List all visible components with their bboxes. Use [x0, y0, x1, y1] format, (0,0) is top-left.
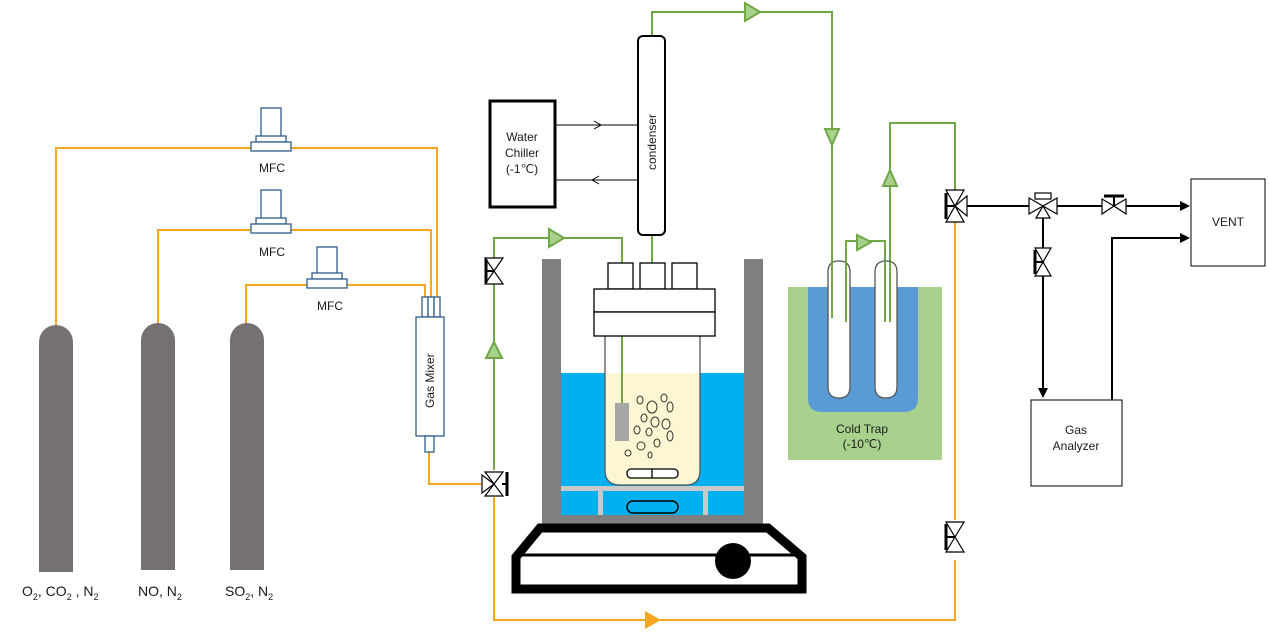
bubbles	[624, 393, 674, 459]
mfc-1	[250, 107, 292, 152]
cylinder-label-2: NO, N2	[138, 583, 182, 602]
gas-lines	[55, 147, 956, 621]
vent-box	[1190, 178, 1266, 267]
condenser	[637, 35, 666, 236]
cold-trap-tube-1	[827, 260, 851, 399]
water-chiller	[488, 99, 557, 209]
valve-bypass[interactable]	[944, 521, 966, 553]
gas-line-cylinder-1	[55, 147, 438, 325]
mfc-3	[306, 246, 348, 289]
valve-analyzer[interactable]	[1033, 247, 1053, 277]
cold-trap-tubes	[827, 260, 898, 399]
vent-label: VENT	[1212, 215, 1245, 229]
gas-analyzer-line2: Analyzer	[1053, 439, 1100, 453]
stirrer-plate	[511, 523, 807, 594]
arrow-analyzer	[1038, 388, 1048, 398]
reactor-lid	[593, 262, 716, 337]
valve-vent[interactable]	[1101, 194, 1127, 216]
three-way-valve-outlet[interactable]	[944, 189, 968, 223]
stirrer-knob	[715, 543, 751, 579]
arrow-up-inlet	[484, 339, 504, 359]
cold-trap-tube-2	[874, 260, 898, 399]
stir-bar-flask	[626, 468, 679, 479]
valve-inlet-line[interactable]	[483, 257, 505, 285]
arrow-trap-bridge	[856, 233, 874, 252]
cylinder-label-3: SO2, N2	[225, 583, 273, 602]
line-trap-outlet	[889, 122, 956, 322]
gas-cylinder-2	[141, 323, 175, 570]
arrow-vent-1	[1180, 201, 1190, 211]
mfc-body-1	[250, 141, 292, 152]
gas-cylinder-3	[230, 323, 264, 570]
condenser-label: condenser	[645, 114, 659, 170]
mfc-label-3: MFC	[317, 299, 343, 313]
chiller-lines	[556, 120, 637, 185]
arrow-vent-2	[1180, 233, 1190, 243]
water-chiller-line1: Water	[506, 130, 538, 144]
arrow-down-trap	[823, 128, 841, 148]
sparger	[615, 403, 629, 441]
three-way-valve-split[interactable]	[1028, 192, 1058, 219]
gas-line-cylinder-2	[157, 229, 432, 325]
bypass-arrow	[645, 611, 661, 629]
line-condenser-to-trap	[651, 11, 833, 318]
mfc-2	[250, 189, 292, 234]
cold-trap-liquid	[808, 287, 918, 412]
arrow-top	[744, 1, 762, 23]
gas-analyzer	[1030, 399, 1123, 487]
magnetic-stir-bar	[626, 500, 679, 514]
bath-rack	[561, 486, 744, 515]
gas-line-mixer-to-valve	[428, 452, 481, 485]
arrow-to-reactor	[548, 227, 566, 249]
three-way-valve-inlet[interactable]	[481, 471, 509, 497]
cold-trap-label-1: Cold Trap	[836, 422, 888, 436]
water-chiller-line2: Chiller	[505, 146, 539, 160]
water-chiller-line3: (-1℃)	[506, 162, 538, 176]
arrow-up-trap-out	[881, 167, 899, 187]
gas-cylinder-1	[39, 325, 73, 572]
gas-mixer	[415, 296, 445, 453]
gas-cylinders	[39, 323, 264, 572]
cylinder-label-1: O2, CO2 , N2	[22, 583, 99, 602]
mfc-label-2: MFC	[259, 245, 285, 259]
cold-trap-label-2: (-10℃)	[843, 437, 882, 451]
gas-analyzer-line1: Gas	[1065, 423, 1087, 437]
mfc-label-1: MFC	[259, 161, 285, 175]
gas-mixer-label: Gas Mixer	[423, 353, 437, 408]
bypass-line	[493, 497, 956, 621]
green-arrows	[484, 1, 899, 359]
outlet-lines	[967, 205, 1180, 400]
